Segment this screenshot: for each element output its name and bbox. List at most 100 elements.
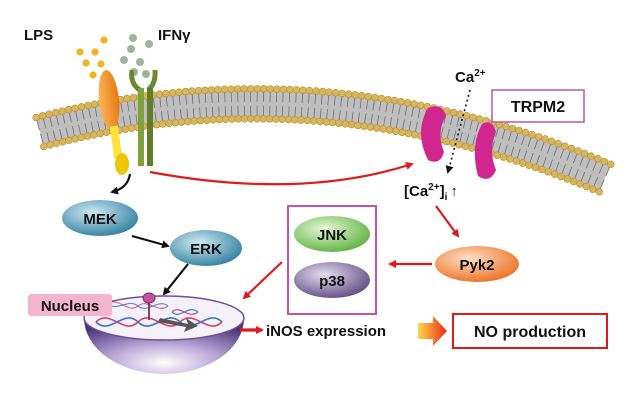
lipid-tail — [59, 129, 63, 139]
lipid-head — [351, 91, 359, 99]
lipid-tail — [516, 148, 521, 159]
lipid-head — [449, 108, 458, 117]
lipid-head — [233, 85, 242, 93]
lipid-tail — [567, 166, 573, 177]
lipid-head — [371, 93, 379, 102]
lipid-tail — [491, 140, 495, 151]
lipid-tail — [599, 179, 605, 190]
lipid-tail — [135, 114, 138, 125]
lipid-tail — [192, 108, 195, 119]
lipid-tail — [536, 154, 540, 165]
lipid-tail — [592, 161, 597, 171]
lipid-tail — [391, 103, 395, 114]
lipid-head — [196, 116, 205, 125]
lipid-tail — [40, 133, 44, 144]
lipid-tail — [294, 106, 296, 117]
arrow-inos-to-no — [418, 316, 447, 346]
lipid-tail — [326, 108, 328, 120]
lipid-tail — [389, 117, 392, 128]
lipid-head — [194, 86, 203, 95]
trpm2-label: TRPM2 — [511, 99, 565, 116]
lipid-head — [77, 103, 86, 111]
no-production-box — [452, 313, 608, 349]
lipid-tail — [501, 129, 506, 140]
arrow-jnk-p38-to-nucleus — [242, 261, 283, 300]
lipid-tail — [472, 135, 476, 146]
lipid-tail — [417, 108, 421, 119]
lipid-head — [165, 119, 173, 128]
lipid-head — [547, 137, 556, 146]
p38-node — [294, 262, 370, 298]
lipid-head — [366, 123, 375, 131]
lipid-tail — [211, 92, 213, 103]
lipid-head — [220, 85, 229, 94]
lipid-head — [299, 86, 307, 94]
lipid-head — [310, 117, 318, 125]
lipid-tail — [379, 101, 382, 112]
lipid-tail — [383, 116, 386, 127]
lipid-head — [468, 144, 476, 152]
ca-influx-arrow — [445, 89, 471, 174]
lipid-head — [188, 87, 196, 95]
lipid-head — [203, 116, 211, 124]
lipid-tail — [43, 118, 47, 129]
lipid-tail — [71, 126, 75, 136]
lipid-head — [46, 141, 54, 149]
lipid-tail — [359, 98, 362, 109]
lipid-head — [286, 85, 294, 94]
lipid-tail — [308, 93, 310, 104]
lipid-head — [253, 115, 261, 123]
lps-receptor — [98, 70, 129, 175]
lipid-tail — [508, 131, 512, 141]
lipid-head — [272, 115, 280, 123]
lipid-tail — [313, 107, 316, 119]
lipid-tail — [497, 142, 502, 153]
lipid-head — [221, 115, 230, 124]
lipid-tail — [191, 94, 194, 105]
nucleus-label-bg — [28, 294, 112, 316]
lipid-tail — [300, 107, 303, 118]
lipid-tail — [55, 115, 59, 126]
nucleus-label: Nucleus — [41, 298, 99, 315]
lipid-tail — [548, 159, 553, 170]
lipid-tail — [404, 105, 408, 116]
lipid-head — [392, 127, 400, 135]
lipid-head — [580, 149, 589, 158]
lipid-head — [544, 168, 552, 176]
trpm2-channel — [421, 106, 496, 179]
lipid-tail — [547, 144, 552, 154]
lipid-head — [384, 95, 392, 104]
arrow-ca-to-pyk2 — [435, 205, 460, 238]
lipid-head — [506, 155, 514, 163]
arrow-receptor-to-trpm2 — [149, 162, 414, 186]
lipid-tail — [372, 100, 375, 111]
lipid-head — [214, 85, 222, 94]
lipid-tail — [446, 128, 450, 139]
lipid-head — [312, 87, 320, 95]
lipid-tail — [122, 116, 126, 127]
lipid-tail — [587, 174, 592, 184]
lipid-head — [259, 115, 268, 123]
lipid-tail — [338, 110, 341, 121]
lipid-tail — [561, 164, 566, 174]
lipid-tail — [572, 153, 578, 164]
lipid-head — [318, 87, 327, 96]
lipid-head — [297, 116, 305, 124]
lipid-head — [338, 89, 346, 98]
lipid-tail — [185, 94, 187, 105]
lipid-head — [331, 88, 340, 97]
lipid-head — [518, 159, 527, 167]
ifng-receptor — [129, 69, 158, 166]
lipid-tail — [288, 92, 291, 103]
ifng-label: IFNγ — [158, 27, 191, 44]
lipid-tail — [398, 104, 401, 115]
nucleus — [83, 292, 245, 374]
lipid-tail — [345, 110, 348, 121]
lipid-head — [461, 142, 470, 151]
lipid-head — [595, 188, 603, 196]
lipid-head — [557, 172, 565, 181]
lipid-head — [531, 163, 540, 172]
lipid-head — [64, 105, 73, 114]
lipid-tail — [327, 95, 330, 106]
lipid-head — [234, 115, 242, 123]
